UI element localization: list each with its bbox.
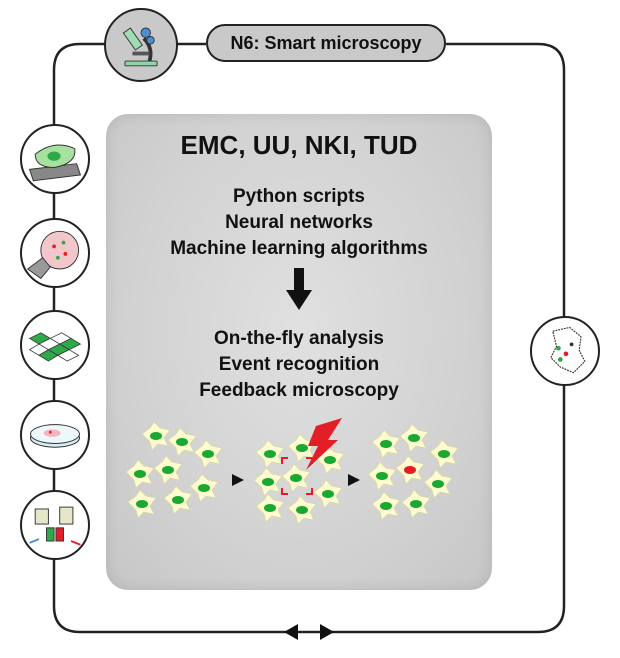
tool-item: Neural networks [225, 212, 373, 233]
microscope-icon [104, 8, 178, 82]
play-arrow-icon [348, 474, 360, 486]
bidirectional-arrow-icon [284, 624, 334, 640]
play-arrow-icon [232, 474, 244, 486]
cell-tissue-grid-icon [20, 310, 90, 380]
netherlands-map-icon [530, 316, 600, 386]
petri-dish-icon [20, 400, 90, 470]
outputs-list: On-the-fly analysis Event recognition Fe… [106, 326, 492, 404]
tool-item: Machine learning algorithms [170, 238, 428, 259]
cell-group-event [253, 418, 345, 525]
output-item: Feedback microscopy [199, 380, 399, 401]
lightning-icon [306, 418, 342, 470]
tool-item: Python scripts [233, 186, 365, 207]
institutions-heading: EMC, UU, NKI, TUD [180, 130, 418, 160]
tools-list: Python scripts Neural networks Machine l… [106, 184, 492, 262]
output-item: On-the-fly analysis [214, 328, 384, 349]
organoid-cell-icon [20, 218, 90, 288]
cell-culture-reagents-icon [20, 490, 90, 560]
event-detection-illustration [125, 418, 459, 525]
cell-on-scaffold-icon [20, 124, 90, 194]
output-item: Event recognition [218, 354, 380, 375]
down-arrow-icon [286, 268, 312, 310]
module-title: N6: Smart microscopy [206, 24, 446, 62]
cell-group-after [367, 423, 459, 521]
cell-group-before [125, 421, 223, 519]
